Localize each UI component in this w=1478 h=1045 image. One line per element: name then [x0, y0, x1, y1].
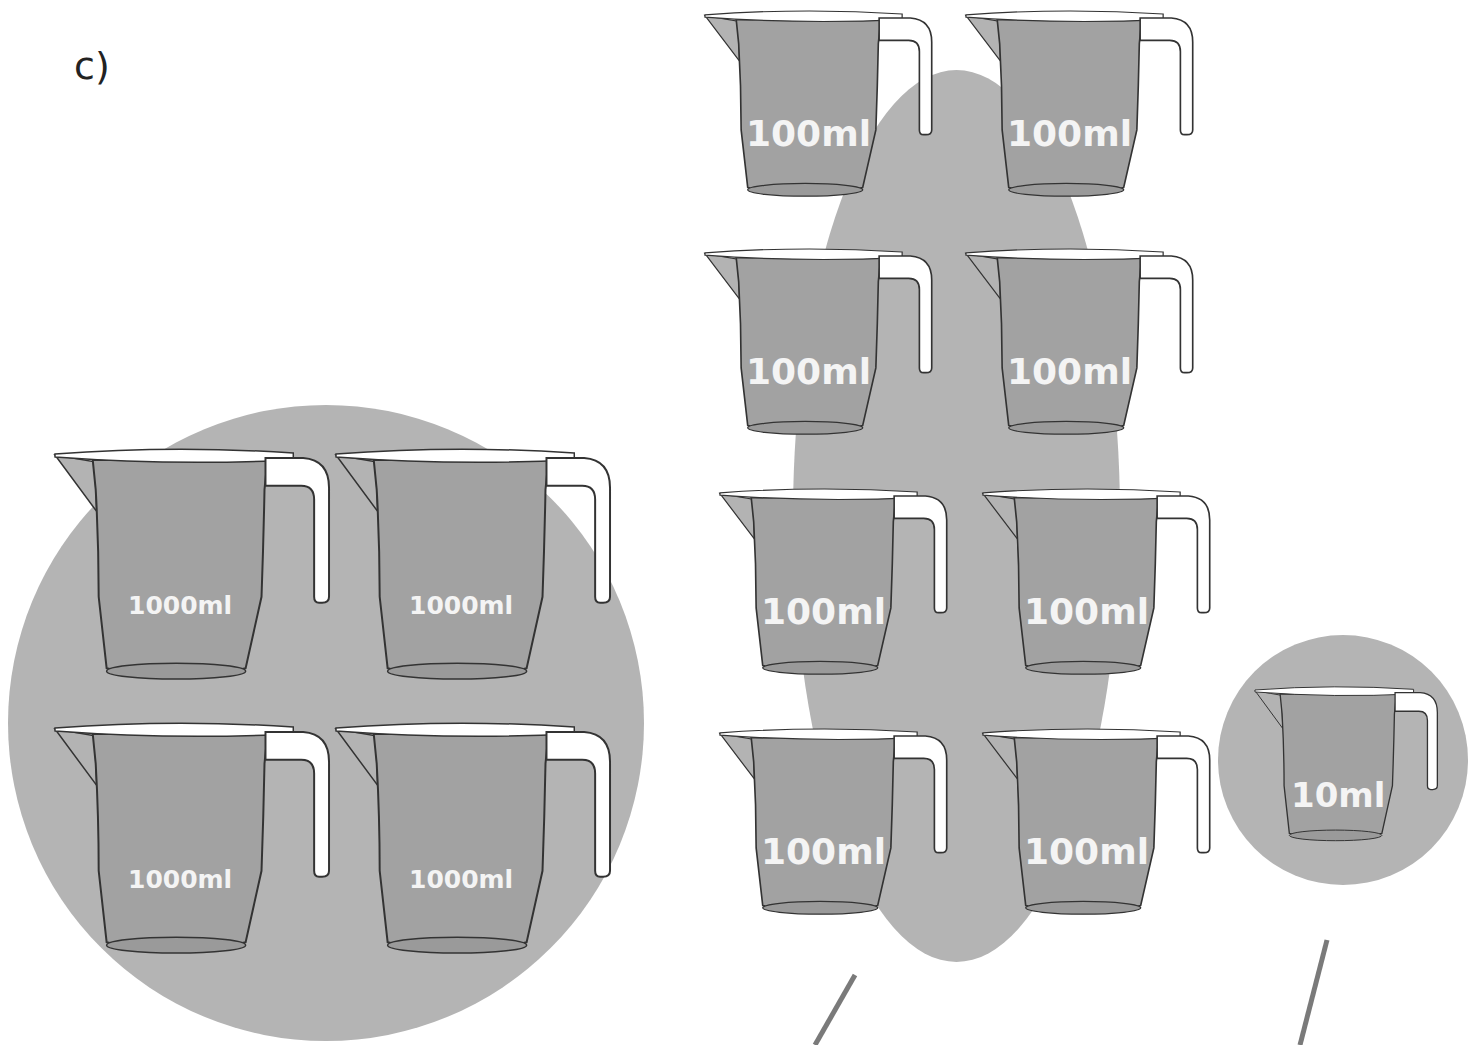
capacity-label: 100ml — [743, 590, 904, 631]
measuring-jug — [336, 722, 614, 964]
capacity-label: 1000ml — [364, 591, 559, 620]
measuring-jug — [55, 722, 333, 964]
capacity-label: 10ml — [1274, 775, 1404, 815]
measuring-jug — [983, 728, 1213, 923]
measuring-jug — [983, 488, 1213, 683]
measuring-jug — [705, 248, 935, 443]
jug-node: 10ml — [1255, 686, 1440, 848]
measuring-jug — [720, 488, 950, 683]
capacity-label: 100ml — [743, 830, 904, 871]
jug-node: 1000ml — [55, 448, 333, 690]
jug-node: 100ml — [983, 488, 1213, 683]
jug-node: 100ml — [966, 10, 1196, 205]
measuring-jug — [720, 728, 950, 923]
jug-node: 100ml — [966, 248, 1196, 443]
group-circle: 1000ml 1000ml 1000ml 1000ml — [8, 405, 644, 1041]
jug-node: 100ml — [705, 10, 935, 205]
jug-node: 1000ml — [336, 448, 614, 690]
capacity-label: 100ml — [1006, 830, 1167, 871]
jug-node: 100ml — [720, 728, 950, 923]
part-label: c) — [74, 44, 110, 88]
measuring-jug — [966, 248, 1196, 443]
capacity-label: 1000ml — [83, 865, 278, 894]
group-circle: 100ml100ml100ml100ml100ml100ml100ml100ml — [793, 70, 1120, 962]
capacity-label: 100ml — [989, 350, 1150, 391]
measuring-jug — [966, 10, 1196, 205]
jug-node: 1000ml — [336, 722, 614, 964]
jug-node: 100ml — [705, 248, 935, 443]
capacity-label: 1000ml — [364, 865, 559, 894]
measuring-jug — [336, 448, 614, 690]
jug-node: 100ml — [720, 488, 950, 683]
measuring-jug — [55, 448, 333, 690]
capacity-label: 100ml — [989, 112, 1150, 153]
jug-node: 1000ml — [55, 722, 333, 964]
leader-line — [1300, 940, 1327, 1045]
jug-node: 100ml — [983, 728, 1213, 923]
capacity-label: 100ml — [1006, 590, 1167, 631]
leader-line — [815, 975, 855, 1045]
capacity-label: 100ml — [728, 112, 889, 153]
measuring-jug — [705, 10, 935, 205]
capacity-label: 100ml — [728, 350, 889, 391]
group-circle: 10ml — [1218, 635, 1468, 885]
measuring-jug — [1255, 686, 1440, 848]
capacity-label: 1000ml — [83, 591, 278, 620]
